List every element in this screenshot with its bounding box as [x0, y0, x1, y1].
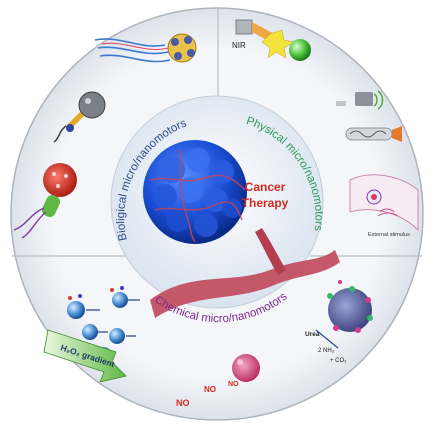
- nh3-label: 2 NH₃: [318, 348, 335, 354]
- blood-vessel: [150, 250, 340, 318]
- red-blood-cell-motor-icon: [13, 163, 77, 239]
- tumor-icon: [143, 140, 247, 244]
- blood-vessel-branch: [255, 228, 286, 275]
- center-title-line1: Cancer: [245, 180, 286, 194]
- no-label-1: NO: [176, 398, 190, 408]
- no-motor-icon: NO NO NO: [176, 354, 260, 408]
- ultrasound-motor-icon: [336, 90, 384, 110]
- co2-label: + CO₂: [330, 358, 347, 364]
- external-stimulus-label: External stimulus: [368, 232, 410, 238]
- external-stimulus-icon: External stimulus: [349, 174, 419, 238]
- sperm-motor-icon: [53, 91, 106, 143]
- urea-label: Urea: [305, 331, 320, 338]
- nir-laser-icon: NIR: [232, 19, 311, 61]
- center-title-line2: Therapy: [242, 196, 289, 210]
- magnetic-helix-motor-icon: [345, 126, 402, 142]
- bacteria-flagella-icon: [94, 33, 197, 63]
- no-label-3: NO: [228, 381, 239, 388]
- nir-label: NIR: [232, 41, 246, 50]
- urease-motor-icon: Urea 2 NH₃ + CO₂: [305, 280, 373, 364]
- no-label-2: NO: [204, 385, 216, 394]
